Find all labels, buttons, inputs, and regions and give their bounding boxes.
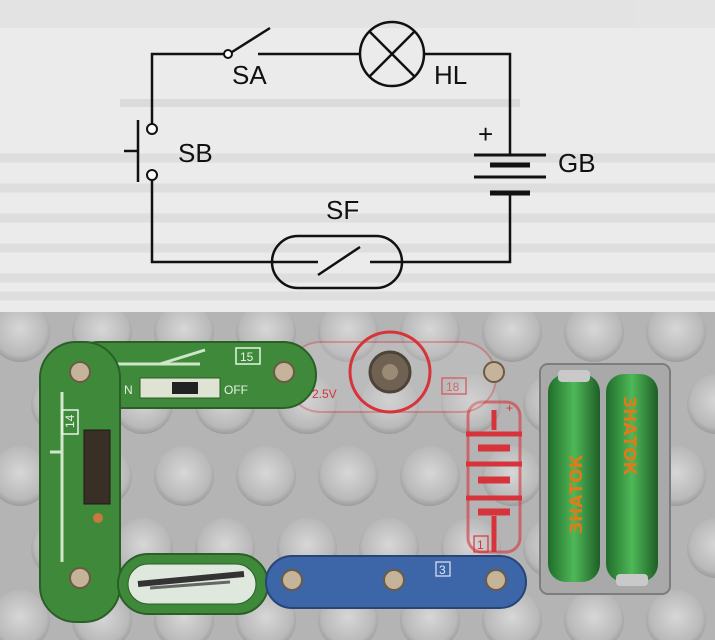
snap-connector [69,361,91,383]
lamp-module: 2.5V [285,330,505,414]
battery-plus-sign: + [478,119,493,149]
board-bump [646,590,706,640]
battery-module-plus: + [506,401,513,415]
module-number-18: 18 [446,380,460,394]
module-number-3: 3 [439,563,446,577]
battery-cell-right [606,374,658,582]
battery-brand-right: ЗНАТОК [619,396,639,476]
snap-connector [485,569,507,591]
button-sb-label: SB [178,138,213,168]
button-module-14: 14 [39,341,121,623]
background-bleed-text [0,0,715,301]
board-bump [441,374,501,434]
module-number-1: 1 [477,538,484,552]
board-bump [482,312,542,362]
board-bump [564,312,624,362]
led-dot [93,513,103,523]
board-bump [0,590,50,640]
lamp-hl-symbol [358,20,426,88]
switch-sa-label: SA [232,60,267,90]
battery-gb-symbol [474,153,546,196]
reed-switch-module [117,553,269,615]
battery-gb-label: GB [558,148,596,178]
board-bump [154,446,214,506]
board-bump [359,374,419,434]
module-number-14: 14 [63,414,77,428]
board-bump [0,446,50,506]
wire-bottom-left [150,183,272,264]
snap-connector [273,361,295,383]
button-sb-symbol [124,120,158,183]
board-bump [482,446,542,506]
board-bump [400,446,460,506]
board-bump [400,312,460,362]
snap-connector [383,569,405,591]
lamp-voltage-label: 2.5V [312,387,337,401]
switch-module-15: N OFF 15 [65,341,317,409]
board-bump [687,518,715,578]
wire-top-right [424,52,512,155]
board-bump [646,312,706,362]
board-bump [318,312,378,362]
battery-cell-left [548,374,600,582]
board-bump [0,312,50,362]
wire-bottom-right [402,193,512,264]
battery-holder: ЗНАТОК ЗНАТОК [539,363,671,595]
board-bump [318,446,378,506]
switch-on-label: N [124,383,133,397]
snap-connector [483,361,505,383]
circuit-schematic: SA HL SB + GB [0,0,715,312]
wires [150,52,512,264]
wire-module-3: 3 1 [265,535,527,609]
reed-switch-sf-symbol [270,234,404,290]
switch-off-label: OFF [224,383,248,397]
snap-connector [281,569,303,591]
board-bump [687,374,715,434]
wire-top-left [150,52,228,120]
reed-switch-sf-label: SF [326,195,359,225]
snap-connector [69,567,91,589]
battery-module-18: + 18 [441,377,522,554]
module-number-15: 15 [240,350,254,364]
lamp-hl-label: HL [434,60,467,90]
switch-sa-symbol [223,26,271,59]
board-bump [236,446,296,506]
battery-brand-left: ЗНАТОК [567,454,587,534]
board-bump [564,590,624,640]
assembled-circuit-photo: ЗНАТОК ЗНАТОК + 18 2.5V [0,312,715,640]
